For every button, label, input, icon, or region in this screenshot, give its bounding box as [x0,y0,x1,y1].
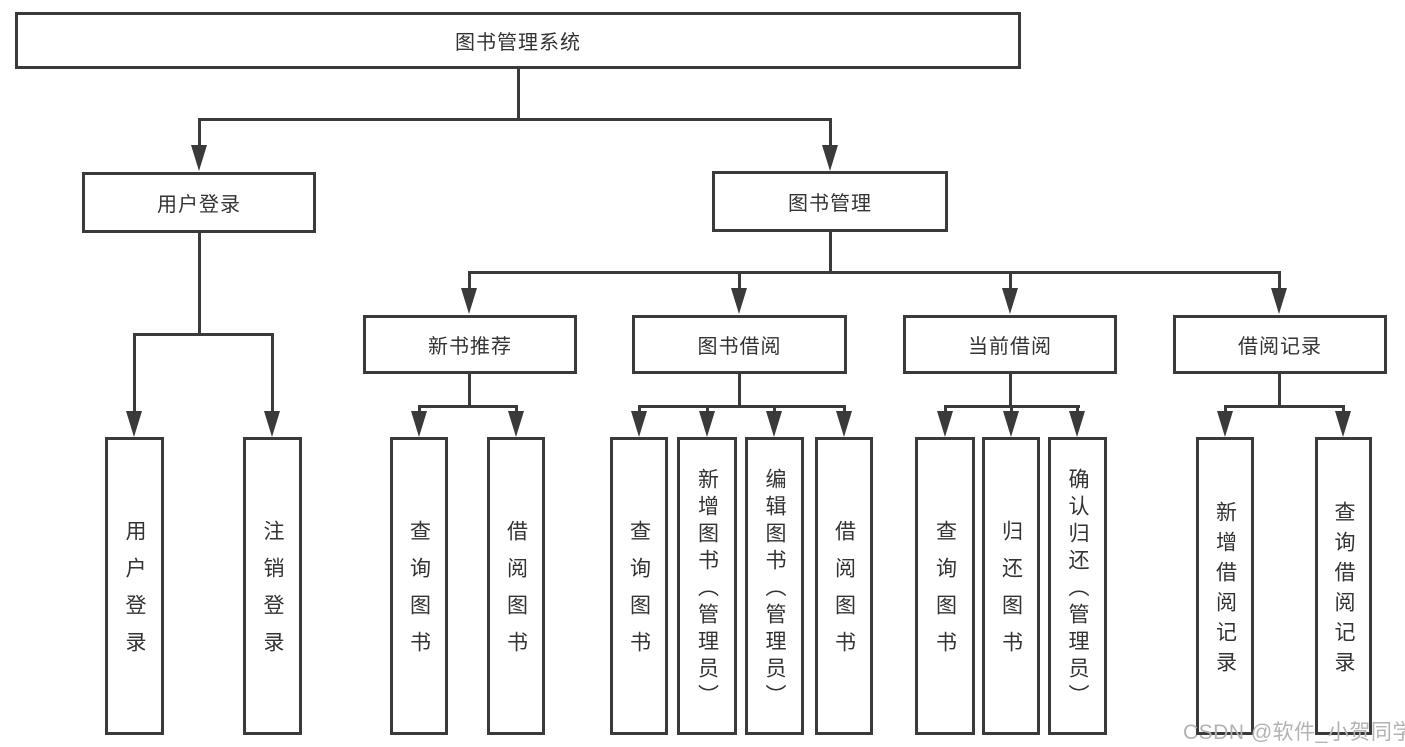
leaf-return-books-label: 归还图书 [999,520,1023,668]
connector-arm-leaf-logout [271,333,274,413]
node-book-borrow: 图书借阅 [632,315,847,374]
connector-records-branch [1224,405,1345,408]
connector-book-borrow-stem [738,372,741,408]
leaf-logout-label: 注销登录 [261,520,284,668]
arrowhead-user-login [191,145,207,171]
arrowhead-nb-borrow [508,411,524,437]
node-user-login: 用户登录 [82,172,316,233]
arrowhead-rec-query [1335,411,1351,437]
leaf-borrow-query-books-label: 查询图书 [627,520,651,668]
leaf-add-borrow-record-label: 新增借阅记录 [1213,500,1237,681]
node-user-login-label: 用户登录 [157,194,241,216]
node-book-management: 图书管理 [712,171,948,232]
leaf-confirm-return-admin: 确认归还（管理员） [1048,437,1107,735]
connector-arm-nb-query [418,405,421,415]
leaf-borrow-books: 借阅图书 [815,437,873,735]
connector-book-borrow-branch [638,405,846,408]
leaf-edit-books-admin-label: 编辑图书（管理员） [763,467,786,711]
connector-arm-cur-return [1010,405,1013,415]
arrowhead-bb-borrow [836,411,852,437]
arrowhead-cur-query [937,411,953,437]
connector-arm-leaf-user-login [133,333,136,413]
leaf-return-books: 归还图书 [982,437,1040,735]
arrowhead-bb-query [631,411,647,437]
connector-user-login-stem [198,231,201,336]
leaf-add-books-admin-label: 新增图书（管理员） [695,467,719,711]
arrowhead-book-borrow [731,288,747,314]
connector-arm-user-login [198,118,201,148]
leaf-add-borrow-record: 新增借阅记录 [1196,437,1254,735]
connector-book-mgmt-stem [829,231,832,273]
connector-arm-nb-borrow [515,405,518,415]
leaf-user-login-label: 用户登录 [123,520,146,668]
node-borrow-records-label: 借阅记录 [1238,336,1322,358]
node-book-management-label: 图书管理 [788,193,872,215]
leaf-recommend-borrow-books: 借阅图书 [487,437,545,735]
node-current-borrow-label: 当前借阅 [968,336,1052,358]
connector-root-branch [198,118,831,121]
connector-arm-rec-query [1342,405,1345,415]
connector-arm-current-borrow [1009,271,1012,293]
leaf-logout: 注销登录 [243,437,302,735]
node-root-label: 图书管理系统 [455,32,581,54]
leaf-borrow-books-label: 借阅图书 [832,520,856,668]
csdn-watermark: CSDN @软件_小贺同学 [1183,721,1405,744]
arrowhead-bb-add [699,411,715,437]
arrowhead-cur-return [1003,411,1019,437]
leaf-edit-books-admin: 编辑图书（管理员） [745,437,804,735]
connector-new-book-branch [418,405,518,408]
node-new-book-recommend: 新书推荐 [363,315,577,374]
leaf-recommend-borrow-books-label: 借阅图书 [504,520,528,668]
arrowhead-leaf-user-login [126,411,142,437]
leaf-confirm-return-admin-label: 确认归还（管理员） [1066,467,1089,711]
connector-root-stem [517,67,520,121]
arrowhead-borrow-records [1271,288,1287,314]
connector-arm-bb-edit [773,405,776,415]
leaf-recommend-query-books-label: 查询图书 [407,520,431,668]
leaf-user-login: 用户登录 [105,437,164,735]
connector-arm-cur-confirm [1076,405,1079,415]
leaf-query-borrow-record-label: 查询借阅记录 [1332,500,1355,681]
arrowhead-new-book [461,288,477,314]
connector-user-login-branch [133,333,274,336]
arrowhead-nb-query [411,411,427,437]
leaf-current-query-books-label: 查询图书 [933,520,957,668]
arrowhead-leaf-logout [264,411,280,437]
connector-arm-new-book [468,271,471,293]
connector-records-stem [1278,372,1281,408]
arrowhead-book-management [822,145,838,171]
arrowhead-bb-edit [766,411,782,437]
node-current-borrow: 当前借阅 [903,315,1117,374]
node-book-borrow-label: 图书借阅 [697,336,782,358]
arrowhead-current-borrow [1002,288,1018,314]
connector-new-book-stem [468,372,471,408]
arrowhead-cur-confirm [1069,411,1085,437]
leaf-query-borrow-record: 查询借阅记录 [1315,437,1372,735]
connector-arm-book-borrow [738,271,741,293]
node-borrow-records: 借阅记录 [1173,315,1387,374]
node-root: 图书管理系统 [15,12,1021,69]
connector-arm-bb-query [638,405,641,415]
connector-arm-borrow-records [1278,271,1281,293]
leaf-borrow-query-books: 查询图书 [610,437,668,735]
connector-current-stem [1009,372,1012,408]
arrowhead-rec-add [1217,411,1233,437]
connector-arm-rec-add [1224,405,1227,415]
leaf-add-books-admin: 新增图书（管理员） [677,437,737,735]
node-new-book-recommend-label: 新书推荐 [428,336,512,358]
leaf-recommend-query-books: 查询图书 [390,437,448,735]
connector-book-mgmt-branch [468,271,1281,274]
connector-arm-bb-borrow [843,405,846,415]
connector-arm-book-management [829,118,832,148]
leaf-current-query-books: 查询图书 [915,437,975,735]
connector-arm-bb-add [706,405,709,415]
connector-arm-cur-query [944,405,947,415]
